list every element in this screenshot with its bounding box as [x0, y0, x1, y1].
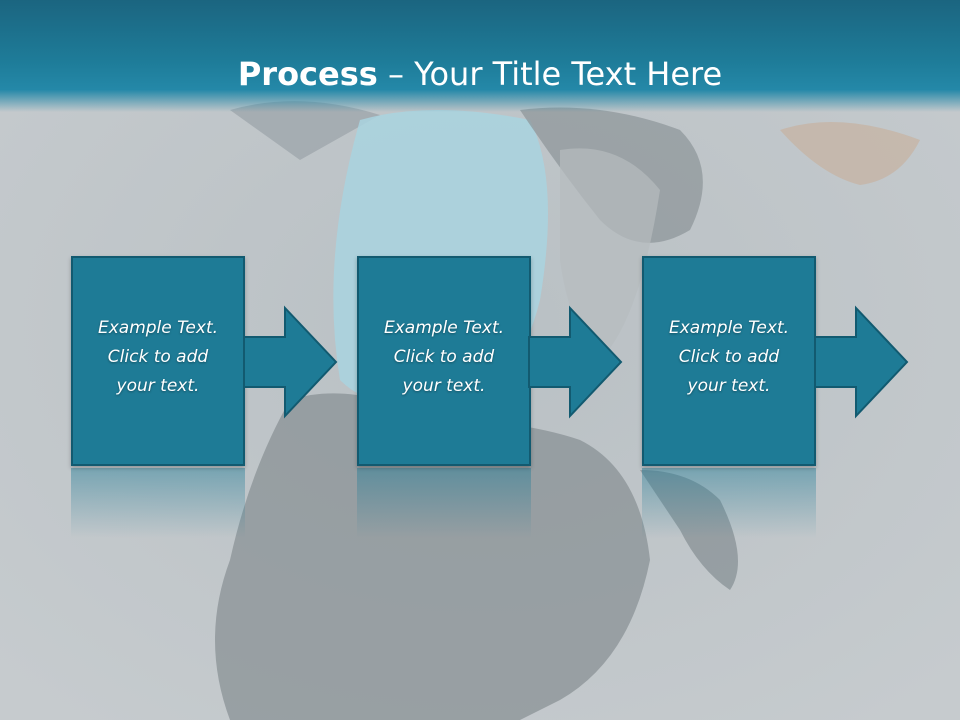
step-1-line-1: Example Text. [97, 318, 219, 338]
step-1-line-2: Click to add [107, 347, 209, 367]
step-3-text: Example Text. Click to add your text. [644, 314, 814, 401]
title-bold: Process [237, 55, 378, 93]
title-bar [0, 0, 960, 112]
arrow-right-icon[interactable] [243, 305, 338, 419]
step-1-line-3: your text. [116, 376, 200, 396]
step-box-2[interactable]: Example Text. Click to add your text. [357, 256, 531, 466]
slide-title[interactable]: Process – Your Title Text Here [0, 50, 960, 98]
step-2-line-3: your text. [402, 376, 486, 396]
step-3-line-3: your text. [687, 376, 771, 396]
step-3-line-1: Example Text. [668, 318, 790, 338]
step-2-text: Example Text. Click to add your text. [359, 314, 529, 401]
step-box-3[interactable]: Example Text. Click to add your text. [642, 256, 816, 466]
step-2-line-1: Example Text. [383, 318, 505, 338]
step-1-text: Example Text. Click to add your text. [73, 314, 243, 401]
step-3-reflection [642, 468, 816, 538]
step-box-1[interactable]: Example Text. Click to add your text. [71, 256, 245, 466]
arrow-right-icon[interactable] [528, 305, 623, 419]
arrow-right-icon[interactable] [814, 305, 909, 419]
step-2-reflection [357, 468, 531, 538]
step-2-line-2: Click to add [393, 347, 495, 367]
title-rest: – Your Title Text Here [377, 55, 723, 93]
step-3-line-2: Click to add [678, 347, 780, 367]
step-1-reflection [71, 468, 245, 538]
